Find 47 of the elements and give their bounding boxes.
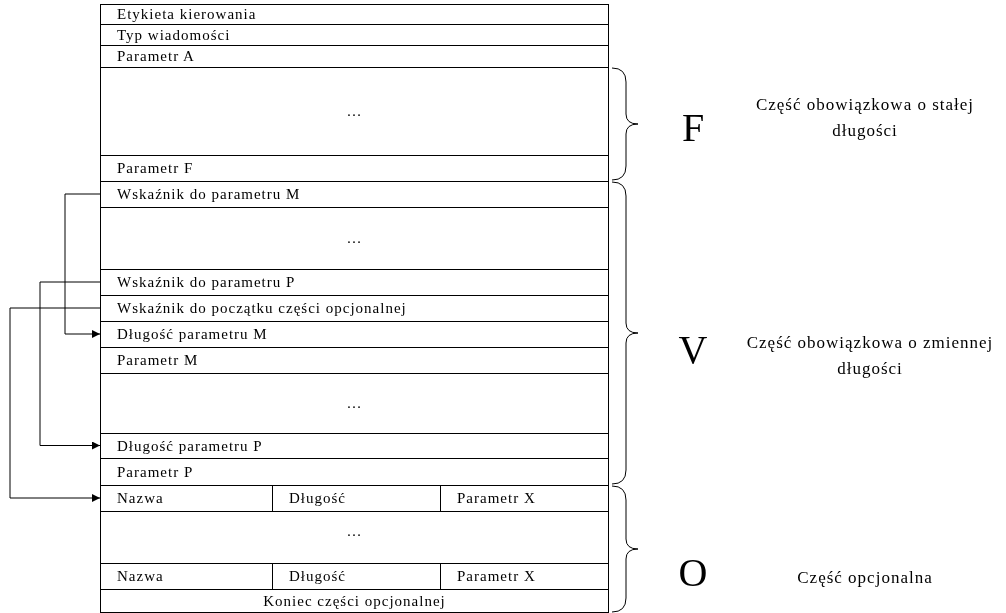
field-label: Parametr A <box>117 49 195 64</box>
field-label: Długość parametru P <box>117 438 263 454</box>
table-row <box>100 295 609 322</box>
table-row <box>100 155 609 182</box>
table-row <box>100 458 609 486</box>
section-letter: F <box>680 108 706 148</box>
table-row <box>100 207 609 270</box>
connector-arrow <box>9 307 101 502</box>
table-row <box>100 67 609 156</box>
field-label: Wskaźnik do parametru M <box>117 187 301 202</box>
field-label: Typ wiadomości <box>117 27 231 43</box>
field-label: Wskaźnik do początku części opcjonalnej <box>117 301 407 316</box>
field-label: Długość parametru M <box>117 327 268 342</box>
section-description: Część obowiązkowa o stałej długości <box>754 94 976 142</box>
field-label: … <box>346 396 363 411</box>
field-label: Parametr X <box>457 491 536 506</box>
field-label: Długość <box>289 491 346 506</box>
table-row <box>100 321 609 348</box>
connector-arrow <box>39 281 101 450</box>
field-label: … <box>346 524 363 539</box>
table-row <box>100 181 609 208</box>
field-label: Parametr P <box>117 464 194 480</box>
section-letter: O <box>677 553 709 593</box>
field-label: Nazwa <box>117 569 164 584</box>
table-row <box>100 45 609 68</box>
field-label: Parametr M <box>117 353 199 368</box>
field-label: … <box>346 231 363 246</box>
field-label: … <box>346 104 363 119</box>
section-description: Część obowiązkowa o zmiennej długości <box>745 332 995 380</box>
table-row <box>100 511 609 564</box>
section-letter: V <box>677 330 709 370</box>
table-row <box>100 433 609 459</box>
field-label: Parametr X <box>457 569 536 584</box>
table-row <box>100 4 609 25</box>
field-label: Długość <box>289 569 346 584</box>
table-row <box>100 269 609 296</box>
table-row <box>100 24 609 46</box>
field-label: Koniec części opcjonalnej <box>263 593 446 609</box>
field-label: Etykieta kierowania <box>117 7 257 22</box>
section-description: Część opcjonalna <box>796 567 934 589</box>
connector-arrow <box>64 193 101 338</box>
field-label: Nazwa <box>117 491 164 506</box>
table-row <box>100 347 609 374</box>
table-row <box>100 589 609 613</box>
field-label: Wskaźnik do parametru P <box>117 275 296 290</box>
field-label: Parametr F <box>117 161 194 176</box>
table-row <box>100 373 609 434</box>
